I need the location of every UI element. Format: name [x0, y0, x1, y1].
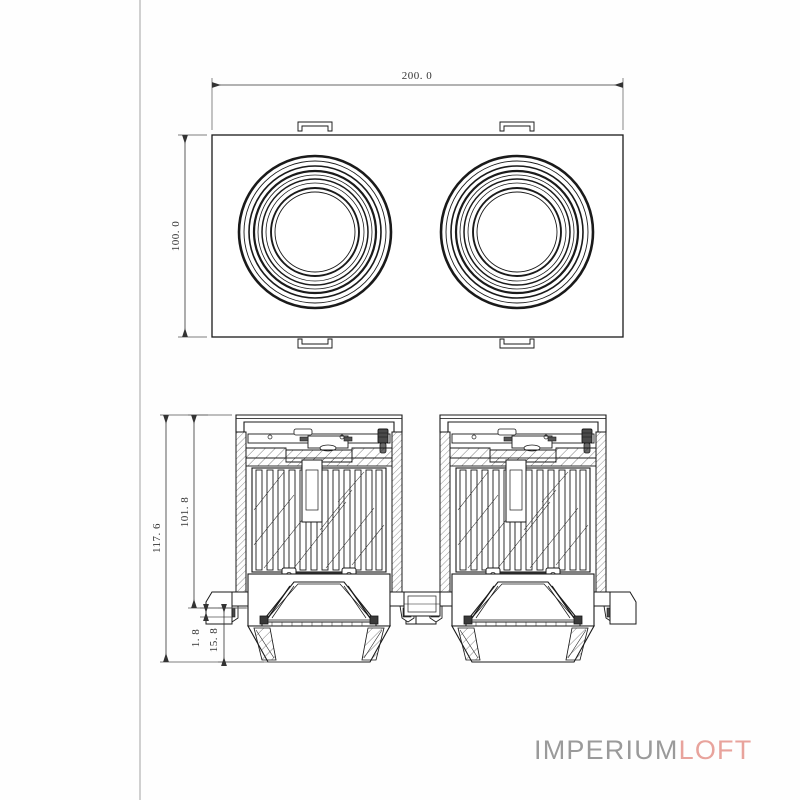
watermark-imperium: IMPERIUM — [534, 735, 679, 765]
watermark-logo: IMPERIUMLOFT — [534, 735, 752, 766]
dim-bezel-height-text: 15. 8 — [208, 628, 220, 653]
dimension-overall-width: 200. 0 — [211, 70, 624, 130]
dim-overall-height-text: 117. 6 — [151, 523, 163, 553]
section-view — [205, 414, 637, 663]
clip-tab-bottom-right — [499, 338, 535, 349]
top-view — [211, 121, 624, 349]
top-view-outline — [211, 134, 624, 338]
dim-overall-width-text: 200. 0 — [402, 70, 433, 82]
right-trim-return — [609, 591, 637, 625]
clip-tab-bottom-left — [297, 338, 333, 349]
left-lamp-section — [211, 414, 427, 663]
watermark-loft: LOFT — [678, 735, 753, 765]
dim-overall-depth-text: 100. 0 — [170, 221, 182, 252]
dimension-overall-height: 117. 6 — [151, 414, 340, 663]
clip-tab-top-left — [297, 121, 333, 132]
dim-housing-height-text: 101. 8 — [179, 497, 191, 528]
right-lamp-section — [415, 414, 631, 663]
dimension-overall-depth: 100. 0 — [170, 134, 207, 338]
dim-trim-thickness-text: 1. 8 — [190, 629, 202, 648]
dimension-bezel-height: 15. 8 — [208, 604, 264, 666]
clip-tab-top-right — [499, 121, 535, 132]
